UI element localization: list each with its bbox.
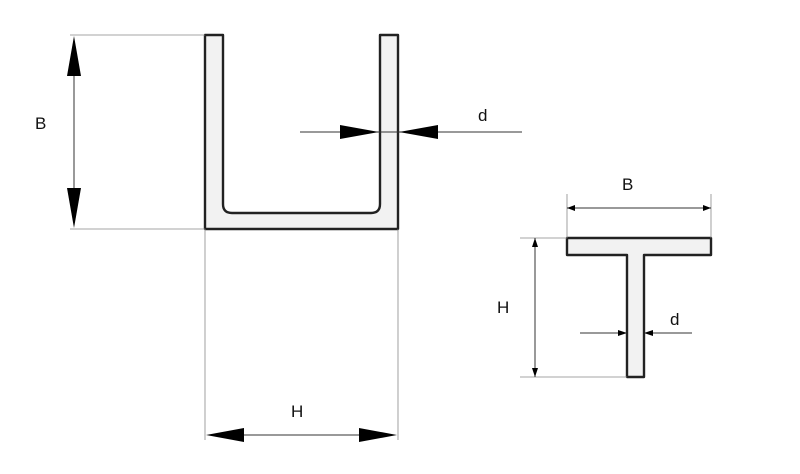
t-section-d-label: d	[670, 310, 679, 329]
h-arrow-right	[359, 428, 397, 442]
t-d-arrow-left	[618, 330, 627, 336]
b-arrow-down	[67, 188, 81, 228]
u-channel-h-label: H	[291, 402, 303, 421]
d-arrow-right	[340, 125, 379, 139]
t-h-arrow-down	[532, 368, 538, 377]
h-arrow-left	[206, 428, 244, 442]
u-channel-b-label: B	[35, 114, 46, 133]
t-section-profile	[565, 236, 713, 379]
t-section-b-label: B	[622, 175, 633, 194]
d-arrow-left	[399, 125, 438, 139]
t-section-figure: B H d	[497, 175, 713, 379]
b-arrow-up	[67, 36, 81, 76]
u-channel-figure: B H d	[35, 33, 522, 442]
t-b-arrow-left	[567, 205, 575, 211]
u-channel-profile	[203, 33, 400, 231]
t-d-arrow-right	[644, 330, 653, 336]
t-h-arrow-up	[532, 238, 538, 247]
t-section-h-label: H	[497, 298, 509, 317]
u-channel-d-label: d	[478, 106, 487, 125]
t-b-arrow-right	[703, 205, 711, 211]
